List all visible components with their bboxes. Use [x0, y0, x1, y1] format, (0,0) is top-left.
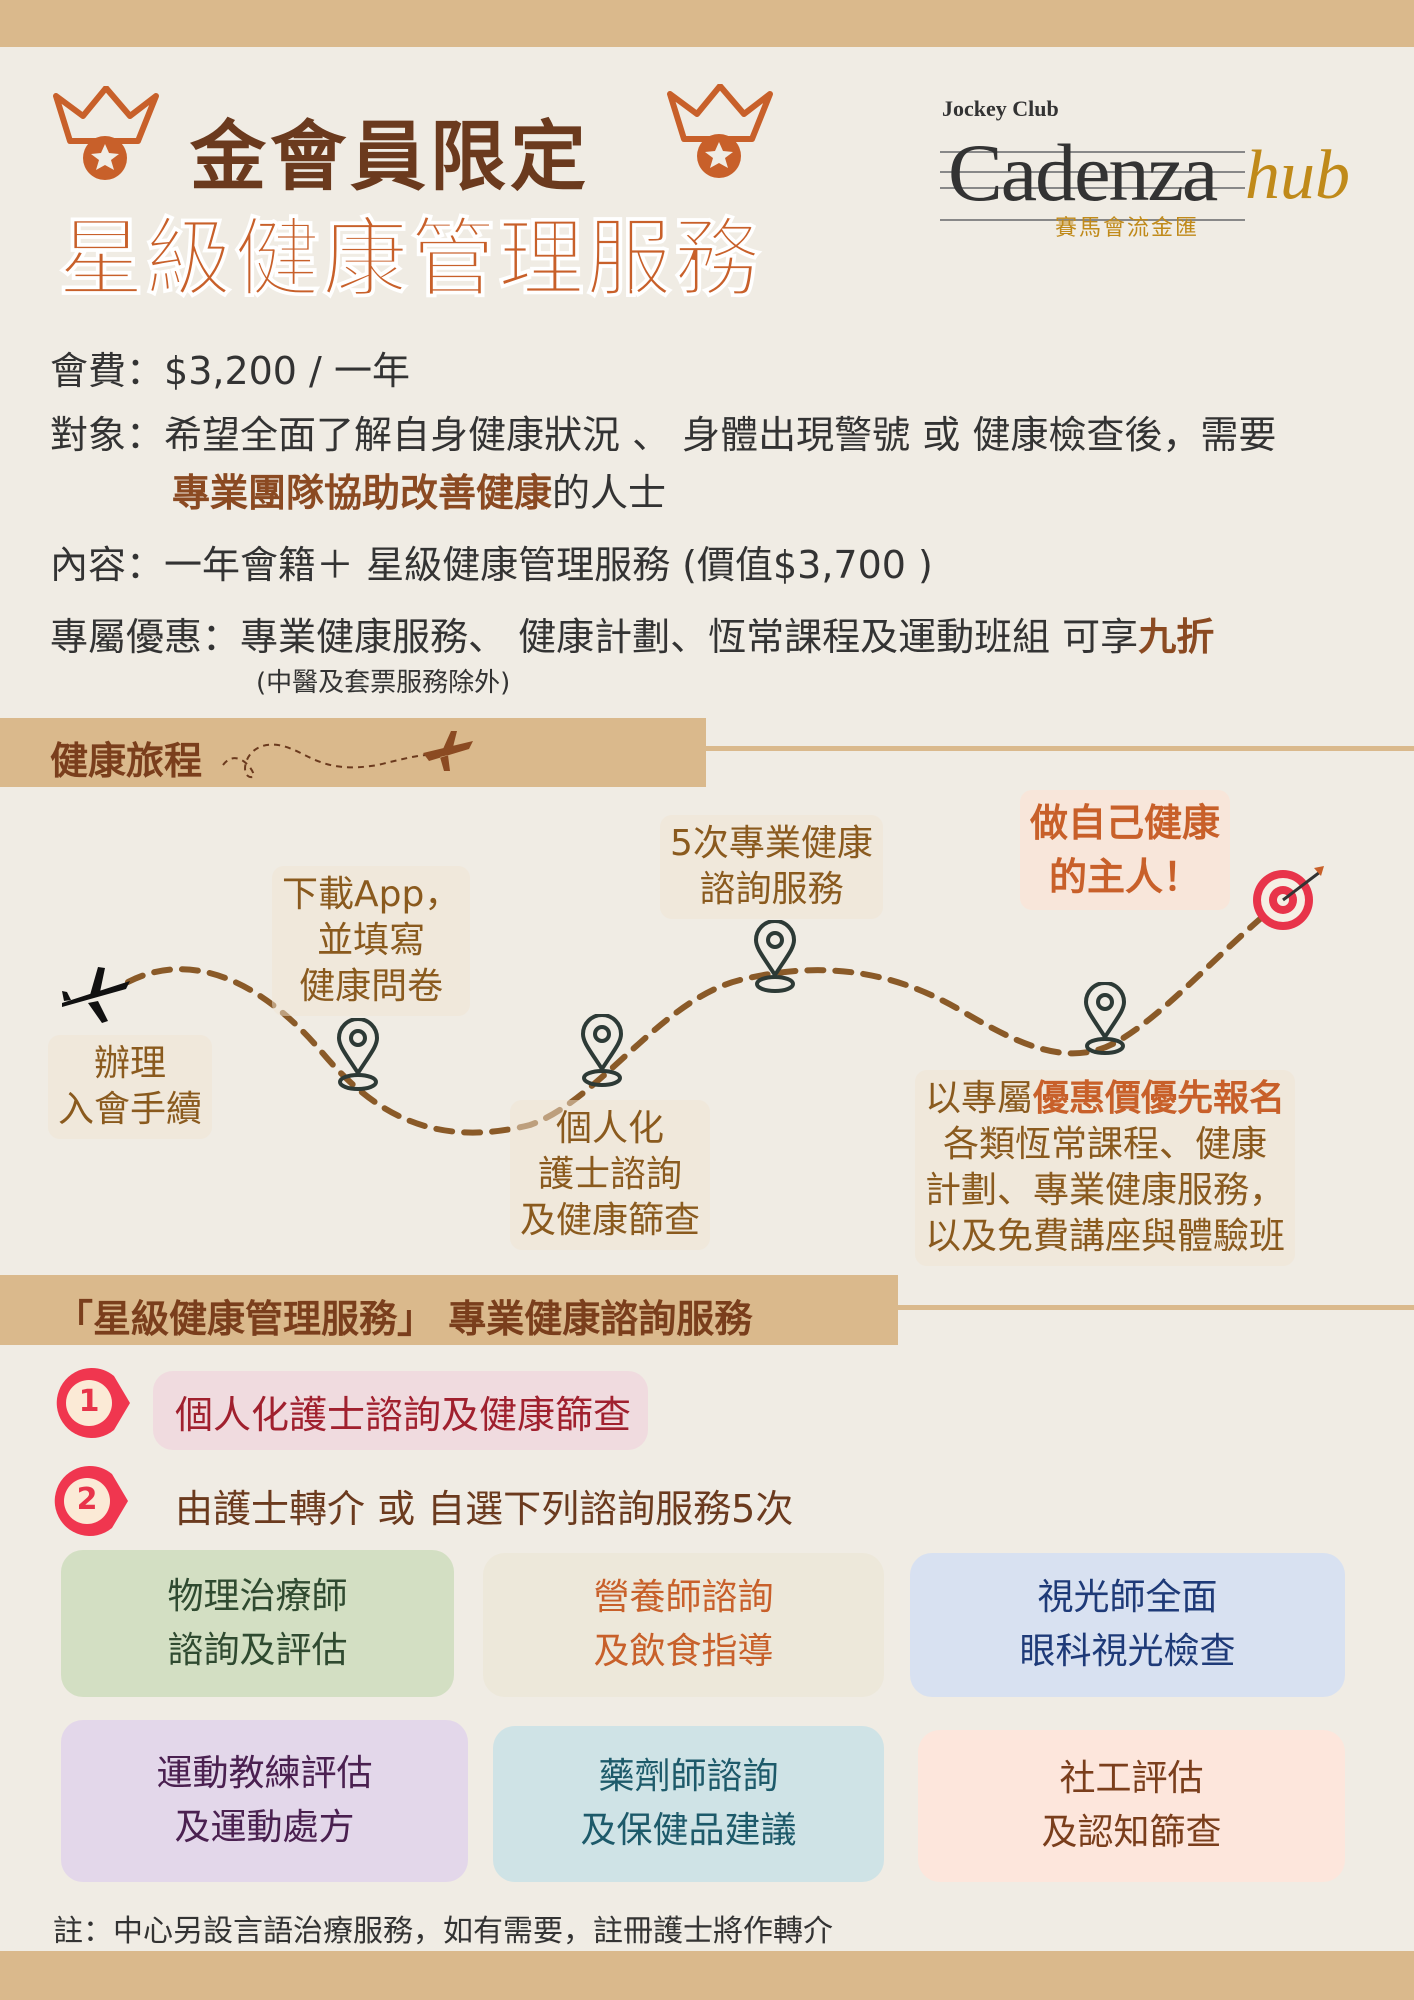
journey-step-4: 5次專業健康諮詢服務: [660, 815, 883, 919]
crown-icon: [667, 84, 773, 178]
location-pin-icon: [580, 1014, 624, 1087]
target-icon: [1253, 866, 1324, 930]
fee-label: 會費：: [50, 349, 165, 393]
staff-lines: [940, 151, 1245, 221]
service-card-exercise: 運動教練評估及運動處方: [61, 1720, 468, 1882]
location-pin-icon: [1083, 982, 1127, 1055]
footnote: 註：中心另設言語治療服務，如有需要，註冊護士將作轉介: [53, 1914, 833, 1949]
journey-title: 健康旅程: [50, 739, 203, 783]
target-row-2: 專業團隊協助改善健康的人士: [172, 462, 666, 517]
journey-step-3: 個人化護士諮詢及健康篩查: [510, 1100, 711, 1250]
service-card-nutrition: 營養師諮詢及飲食指導: [483, 1553, 884, 1697]
divider: [706, 746, 1414, 751]
journey-goal: 做自己健康的主人！: [1020, 790, 1231, 910]
offer-note: (中醫及套票服務除外): [256, 668, 511, 698]
service-card-optometry: 視光師全面眼科視光檢查: [910, 1553, 1345, 1697]
services-header: [0, 1275, 898, 1345]
top-band: [0, 0, 1414, 47]
plane-trail-icon: [222, 731, 473, 779]
crown-icon: [53, 86, 159, 180]
title-line1: 金會員限定: [190, 112, 590, 201]
journey-step-1: 辦理入會手續: [48, 1035, 213, 1139]
logo-top: Jockey Club: [942, 96, 1059, 121]
location-pin-icon: [336, 1018, 380, 1091]
offer-row: 專屬優惠：專業健康服務、 健康計劃、恆常課程及運動班組 可享九折: [50, 606, 1214, 661]
bottom-band: [0, 1951, 1414, 2000]
divider: [898, 1305, 1414, 1310]
offer-highlight: 九折: [1138, 615, 1215, 659]
logo-chinese: 賽馬會流金匯: [1055, 216, 1200, 241]
fee-value: $3,200 / 一年: [164, 349, 410, 393]
step-2-label: 由護士轉介 或 自選下列諮詢服務5次: [175, 1487, 794, 1531]
step-1-badge: [56, 1367, 130, 1438]
fee-row: 會費：$3,200 / 一年: [50, 340, 410, 395]
service-card-physio: 物理治療師諮詢及評估: [61, 1550, 454, 1697]
content-label: 內容：: [50, 543, 165, 587]
step-2-badge: [54, 1465, 128, 1536]
title-line2: 星級健康管理服務: [58, 209, 762, 310]
target-label: 對象：: [50, 413, 165, 457]
step-2-number: 2: [76, 1482, 98, 1517]
cadenza-logo: Jockey Club Cadenza hub 賽馬會流金匯: [940, 86, 1370, 246]
services-title: 「星級健康管理服務」 專業健康諮詢服務: [55, 1297, 753, 1341]
journey-header: [0, 718, 706, 787]
airplane-icon: [62, 967, 130, 1023]
service-card-social-work: 社工評估及認知篩查: [918, 1730, 1345, 1882]
journey-path: [125, 896, 1287, 1136]
offer-text: 專業健康服務、 健康計劃、恆常課程及運動班組 可享: [240, 615, 1139, 659]
step-1-pill: [153, 1371, 648, 1450]
content-row: 內容：一年會籍＋ 星級健康管理服務 (價值$3,700 ): [50, 534, 933, 589]
content-text: 一年會籍＋ 星級健康管理服務 (價值$3,700 ): [164, 543, 933, 587]
step-1-number: 1: [78, 1384, 100, 1419]
journey-step-2: 下載App，並填寫健康問卷: [272, 866, 471, 1016]
service-card-pharmacist: 藥劑師諮詢及保健品建議: [493, 1726, 884, 1882]
target-suffix: 的人士: [552, 471, 667, 515]
offer-label: 專屬優惠：: [50, 615, 241, 659]
target-text: 希望全面了解自身健康狀況 、 身體出現警號 或 健康檢查後，需要: [164, 413, 1277, 457]
step-1-label: 個人化護士諮詢及健康篩查: [175, 1393, 632, 1437]
target-highlight: 專業團隊協助改善健康: [172, 471, 553, 515]
target-row: 對象：希望全面了解自身健康狀況 、 身體出現警號 或 健康檢查後，需要: [50, 404, 1276, 459]
journey-step-5: 以專屬優惠價優先報名各類恆常課程、健康計劃、專業健康服務，以及免費講座與體驗班: [915, 1070, 1296, 1266]
location-pin-icon: [753, 920, 797, 993]
logo-main: Cadenza: [948, 127, 1218, 218]
logo-suffix: hub: [1245, 137, 1350, 214]
